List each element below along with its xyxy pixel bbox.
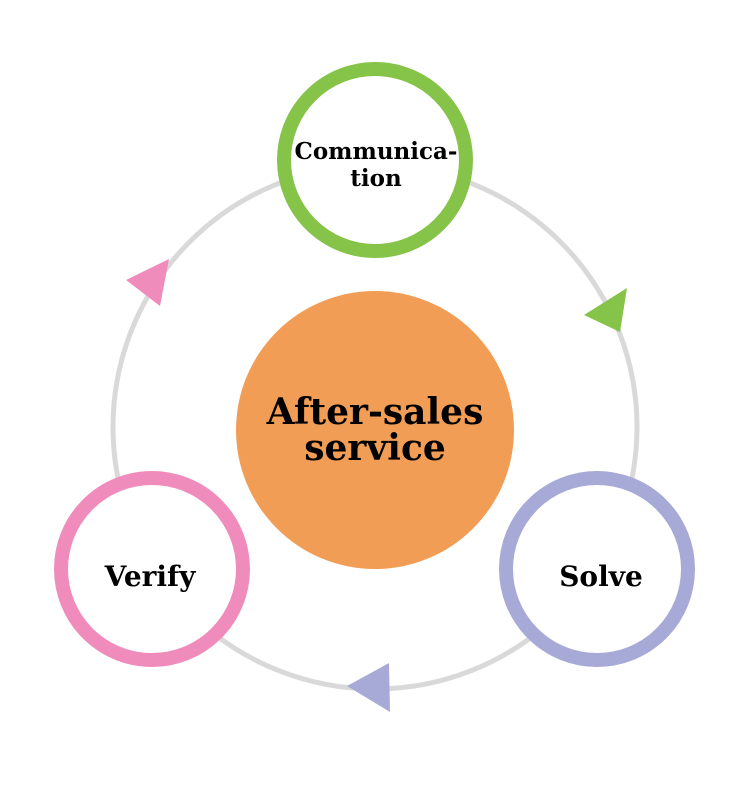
center-label-line1: After-sales: [266, 391, 484, 433]
arrow-verify-to-communication: [126, 259, 169, 306]
arrow-communication-to-solve: [584, 288, 627, 332]
solve-label-text: Solve: [559, 560, 643, 593]
center-label: After-sales service: [267, 394, 484, 466]
communication-label: Communica- tion: [295, 138, 458, 192]
solve-node: [499, 471, 695, 667]
center-label-line2: service: [304, 427, 446, 469]
verify-label: Verify: [105, 562, 196, 592]
arrow-solve-to-verify: [347, 663, 390, 712]
verify-node: [54, 471, 250, 667]
communication-label-line2: tion: [350, 165, 402, 192]
verify-label-text: Verify: [104, 560, 196, 593]
communication-label-line1: Communica-: [294, 138, 458, 165]
communication-node: [277, 62, 473, 258]
solve-label: Solve: [559, 562, 643, 592]
center-circle: [236, 291, 514, 569]
